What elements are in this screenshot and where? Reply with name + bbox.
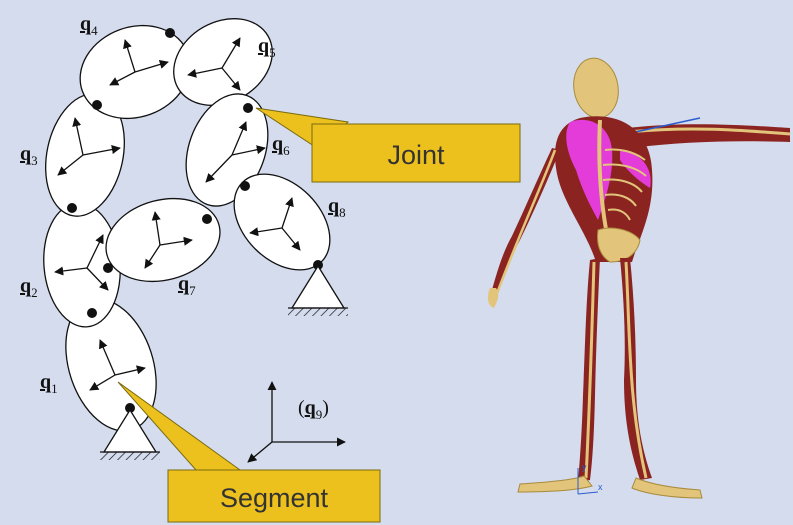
q5-sub: 5 — [269, 45, 276, 60]
joint-dot — [202, 214, 212, 224]
model-axis-x: x — [598, 482, 603, 492]
q3-main: q — [20, 143, 31, 165]
q7-sub: 7 — [189, 283, 196, 298]
segment-callout-label: Segment — [220, 483, 329, 513]
joint-callout-label: Joint — [387, 140, 445, 170]
q5-main: q — [258, 35, 269, 57]
q9-close: ) — [322, 397, 329, 419]
label-q9: (q9) — [298, 397, 329, 422]
model-axis-y: y — [582, 462, 587, 472]
q1-sub: 1 — [51, 381, 58, 396]
q4-main: q — [80, 13, 91, 35]
q3-sub: 3 — [31, 153, 38, 168]
q2-sub: 2 — [31, 285, 38, 300]
joint-dot — [87, 308, 97, 318]
joint-dot — [240, 181, 250, 191]
q8-main: q — [328, 195, 339, 217]
joint-dot — [92, 100, 102, 110]
q8-sub: 8 — [339, 205, 346, 220]
q2-main: q — [20, 275, 31, 297]
q9-main: q — [305, 397, 316, 419]
joint-dot — [165, 28, 175, 38]
q7-main: q — [178, 273, 189, 295]
joint-dot — [243, 103, 253, 113]
joint-dot — [103, 263, 113, 273]
q4-sub: 4 — [91, 23, 98, 38]
joint-dot — [67, 203, 77, 213]
q6-main: q — [272, 133, 283, 155]
q1-main: q — [40, 371, 51, 393]
q6-sub: 6 — [283, 143, 290, 158]
